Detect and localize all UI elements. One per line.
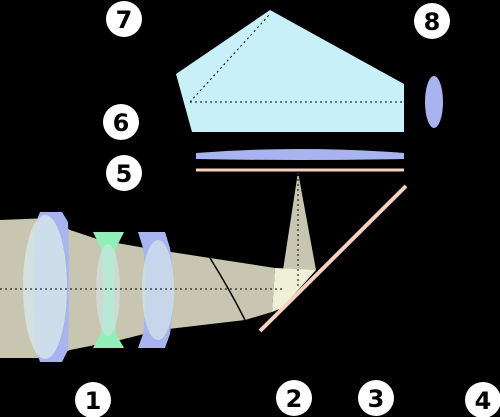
marker-2: 2 xyxy=(276,380,312,416)
marker-8: 8 xyxy=(414,3,450,39)
svg-text:5: 5 xyxy=(116,160,133,188)
light-beam xyxy=(0,218,275,358)
svg-text:6: 6 xyxy=(113,109,130,137)
svg-text:7: 7 xyxy=(116,6,133,34)
marker-5: 5 xyxy=(106,155,142,191)
middle-lens-glass xyxy=(96,244,120,336)
marker-7: 7 xyxy=(106,1,142,37)
focusing-screen xyxy=(196,149,404,160)
svg-text:1: 1 xyxy=(85,387,102,415)
eyepiece-lens xyxy=(425,76,443,128)
reflected-beam xyxy=(283,172,316,270)
svg-text:3: 3 xyxy=(368,385,385,413)
rear-lens-glass xyxy=(142,240,174,340)
svg-text:8: 8 xyxy=(424,8,441,36)
marker-1: 1 xyxy=(75,382,111,417)
front-lens-glass xyxy=(23,215,67,359)
marker-6: 6 xyxy=(103,104,139,140)
svg-text:4: 4 xyxy=(475,387,492,415)
mirror-bright-zone xyxy=(272,268,316,312)
marker-3: 3 xyxy=(358,380,394,416)
marker-4: 4 xyxy=(465,382,500,417)
svg-text:2: 2 xyxy=(286,385,303,413)
beam-curve-left xyxy=(209,257,246,321)
reflex-mirror xyxy=(258,184,408,333)
